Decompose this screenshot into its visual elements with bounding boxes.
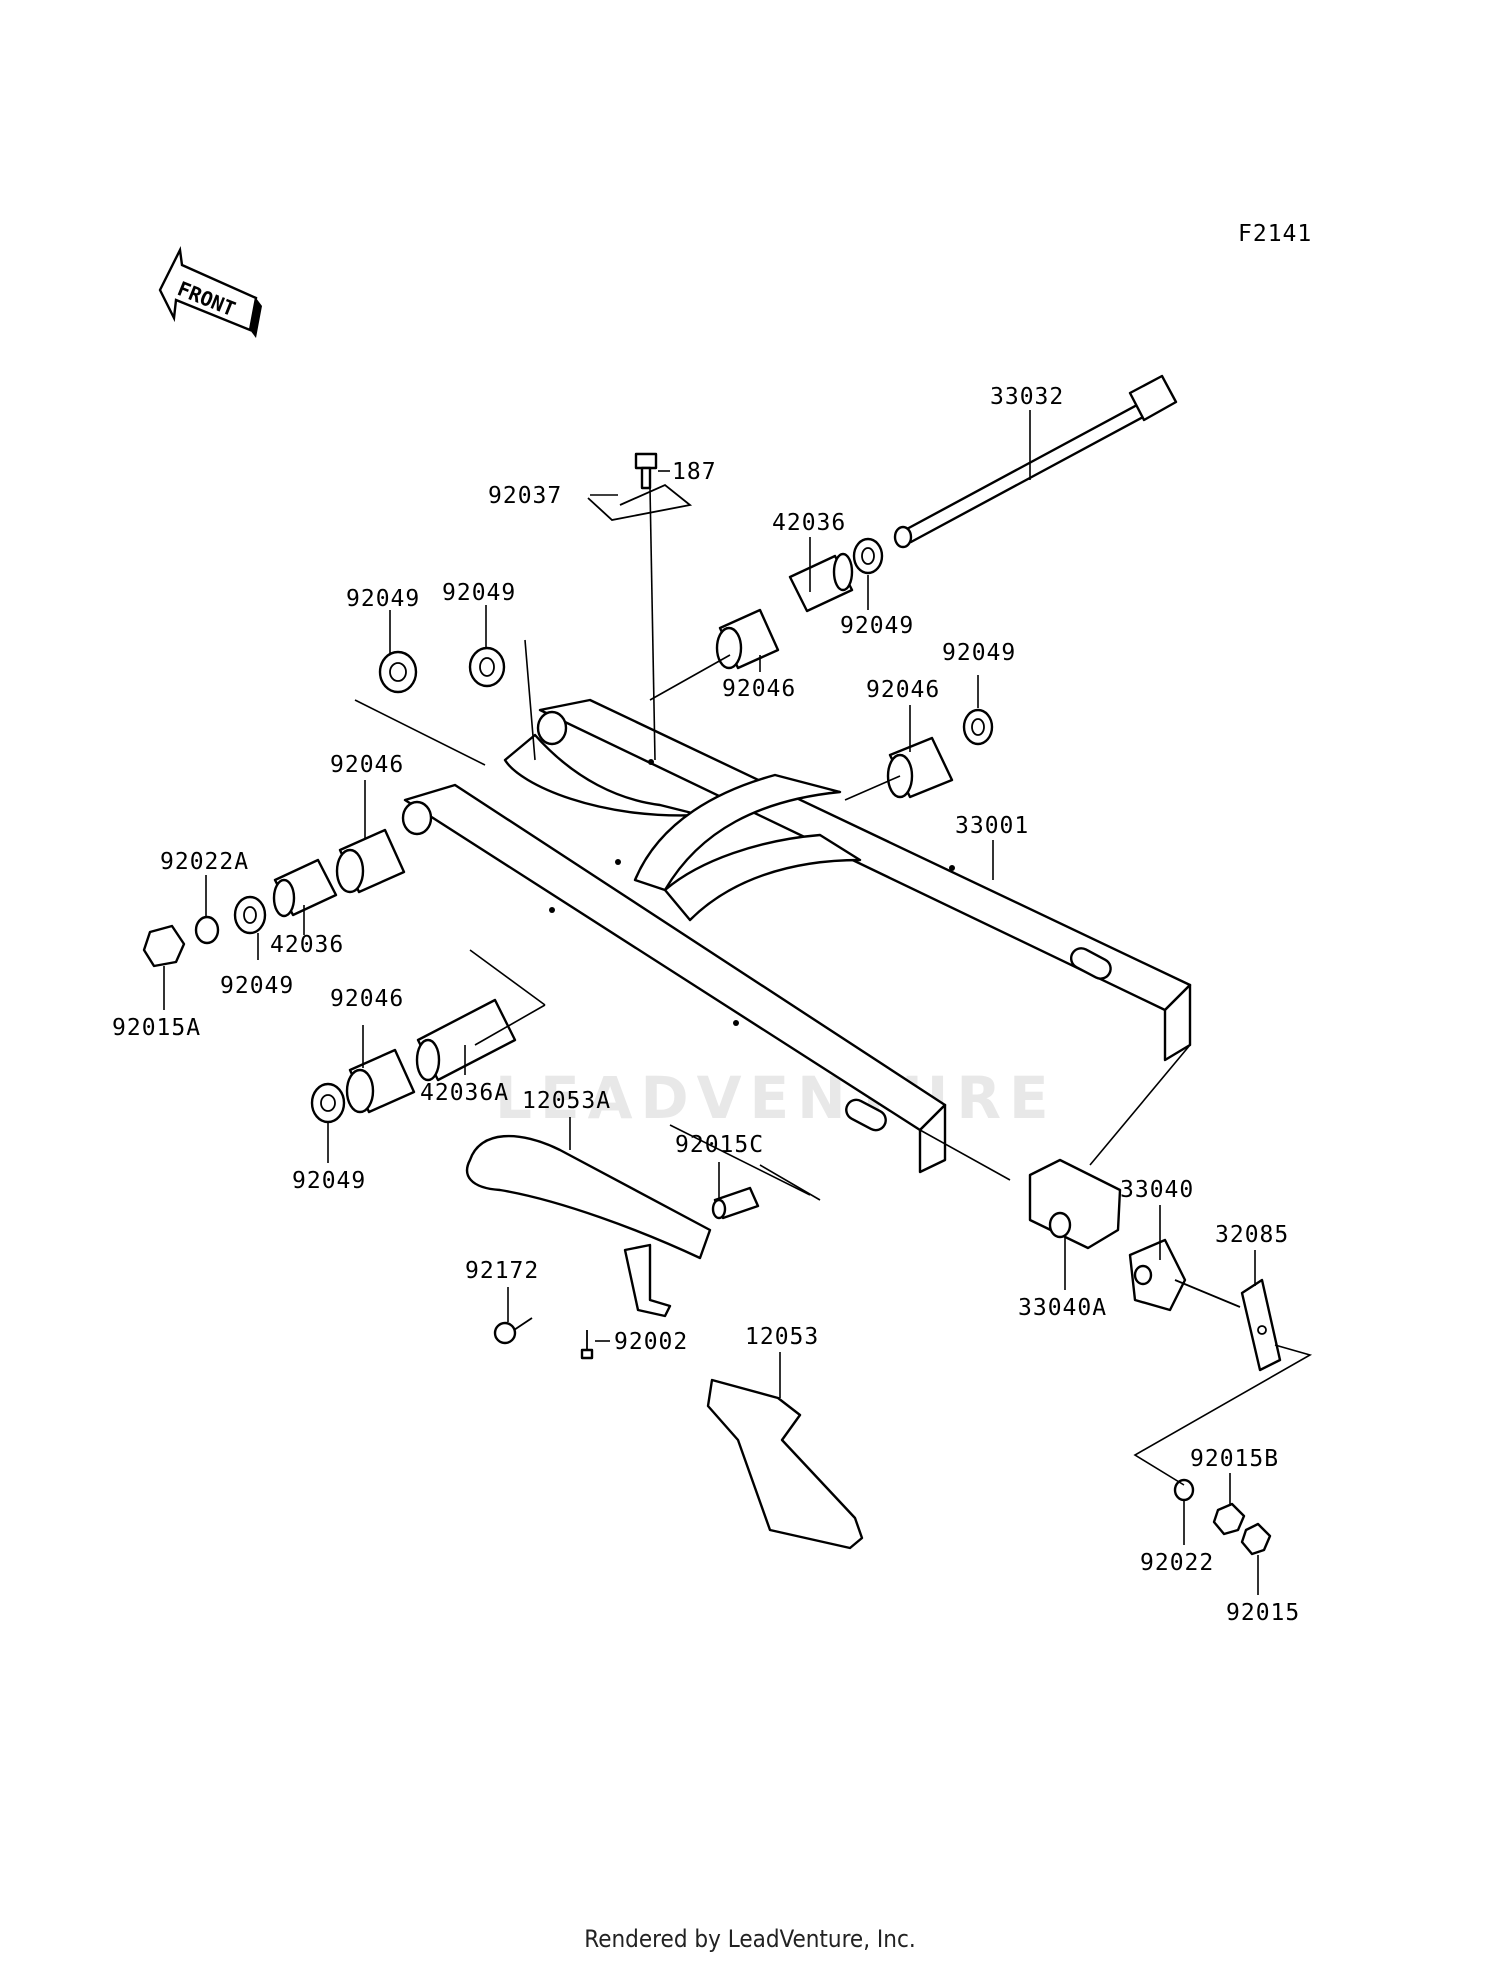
- chain-guide-12053A[interactable]: [465, 1134, 712, 1318]
- washer-92049-low[interactable]: [310, 1082, 346, 1124]
- bolt-187[interactable]: [634, 452, 658, 490]
- front-arrow-icon: FRONT: [158, 245, 262, 338]
- callout-33040A[interactable]: 33040A: [1018, 1295, 1107, 1321]
- washer-92049-b[interactable]: [468, 646, 506, 688]
- washer-92049-top-right[interactable]: [852, 537, 884, 575]
- bearing-92046-right[interactable]: [886, 736, 954, 799]
- callout-92049-left[interactable]: 92049: [220, 973, 294, 999]
- screw-92172[interactable]: [493, 1317, 533, 1345]
- washer-92049-left[interactable]: [233, 895, 267, 935]
- callout-92046-left[interactable]: 92046: [330, 752, 404, 778]
- nut-92015[interactable]: [1240, 1522, 1272, 1556]
- callout-187[interactable]: 187: [672, 459, 717, 485]
- callout-92037[interactable]: 92037: [488, 483, 562, 509]
- watermark-text: LEADVENTURE: [495, 1064, 1057, 1132]
- chain-cover-12053[interactable]: [706, 1378, 864, 1550]
- collar-42036-top[interactable]: [788, 552, 854, 613]
- callout-92015B[interactable]: 92015B: [1190, 1446, 1279, 1472]
- callout-92015C[interactable]: 92015C: [675, 1132, 764, 1158]
- callout-92172[interactable]: 92172: [465, 1258, 539, 1284]
- callout-42036-top[interactable]: 42036: [772, 510, 846, 536]
- bearing-92046-low[interactable]: [345, 1048, 416, 1114]
- washer-92049-right[interactable]: [962, 708, 994, 746]
- callout-92049-a[interactable]: 92049: [346, 586, 420, 612]
- callout-92022A[interactable]: 92022A: [160, 849, 249, 875]
- callout-33001[interactable]: 33001: [955, 813, 1029, 839]
- callout-12053[interactable]: 12053: [745, 1324, 819, 1350]
- swingarm[interactable]: [401, 698, 1192, 1174]
- callout-32085[interactable]: 32085: [1215, 1222, 1289, 1248]
- callout-92049-right[interactable]: 92049: [942, 640, 1016, 666]
- adjuster-plate-33040[interactable]: [1128, 1238, 1241, 1312]
- callout-92049-low[interactable]: 92049: [292, 1168, 366, 1194]
- callout-33040[interactable]: 33040: [1120, 1177, 1194, 1203]
- block-32085[interactable]: [1240, 1278, 1282, 1372]
- washer-92049-a[interactable]: [378, 650, 418, 694]
- screw-92002[interactable]: [580, 1330, 594, 1360]
- callout-42036A[interactable]: 42036A: [420, 1080, 509, 1106]
- callout-12053A[interactable]: 12053A: [522, 1088, 611, 1114]
- callout-92015A[interactable]: 92015A: [112, 1015, 201, 1041]
- bearing-92046-top[interactable]: [715, 608, 780, 670]
- adjuster-block-33040A[interactable]: [1028, 1158, 1122, 1250]
- callout-42036-left[interactable]: 42036: [270, 932, 344, 958]
- callout-92046-top[interactable]: 92046: [722, 676, 796, 702]
- callout-92049-top-right[interactable]: 92049: [840, 613, 914, 639]
- callout-92049-b[interactable]: 92049: [442, 580, 516, 606]
- nut-92015B[interactable]: [1212, 1502, 1246, 1536]
- callout-92015[interactable]: 92015: [1226, 1600, 1300, 1626]
- callout-92046-right[interactable]: 92046: [866, 677, 940, 703]
- figure-code: F2141: [1238, 221, 1312, 247]
- callout-92046-low[interactable]: 92046: [330, 986, 404, 1012]
- leader-lines: [163, 410, 1259, 1595]
- callout-92002[interactable]: 92002: [614, 1329, 688, 1355]
- collar-42036A[interactable]: [415, 998, 517, 1082]
- nut-92015A[interactable]: [142, 924, 186, 968]
- collar-92015C[interactable]: [711, 1186, 760, 1220]
- callout-92022[interactable]: 92022: [1140, 1550, 1214, 1576]
- washer-92022[interactable]: [1173, 1478, 1195, 1502]
- collar-42036-left[interactable]: [272, 858, 338, 918]
- washer-92022A[interactable]: [194, 915, 220, 945]
- clip-92037[interactable]: [587, 483, 693, 521]
- callout-33032[interactable]: 33032: [990, 384, 1064, 410]
- callout-labels: F2141 33032 187 92037 42036 92049 92049 …: [112, 221, 1312, 1626]
- assembly-guide-lines: [354, 487, 1313, 1486]
- render-credit: Rendered by LeadVenture, Inc.: [584, 1925, 916, 1953]
- bearing-92046-left[interactable]: [335, 828, 406, 894]
